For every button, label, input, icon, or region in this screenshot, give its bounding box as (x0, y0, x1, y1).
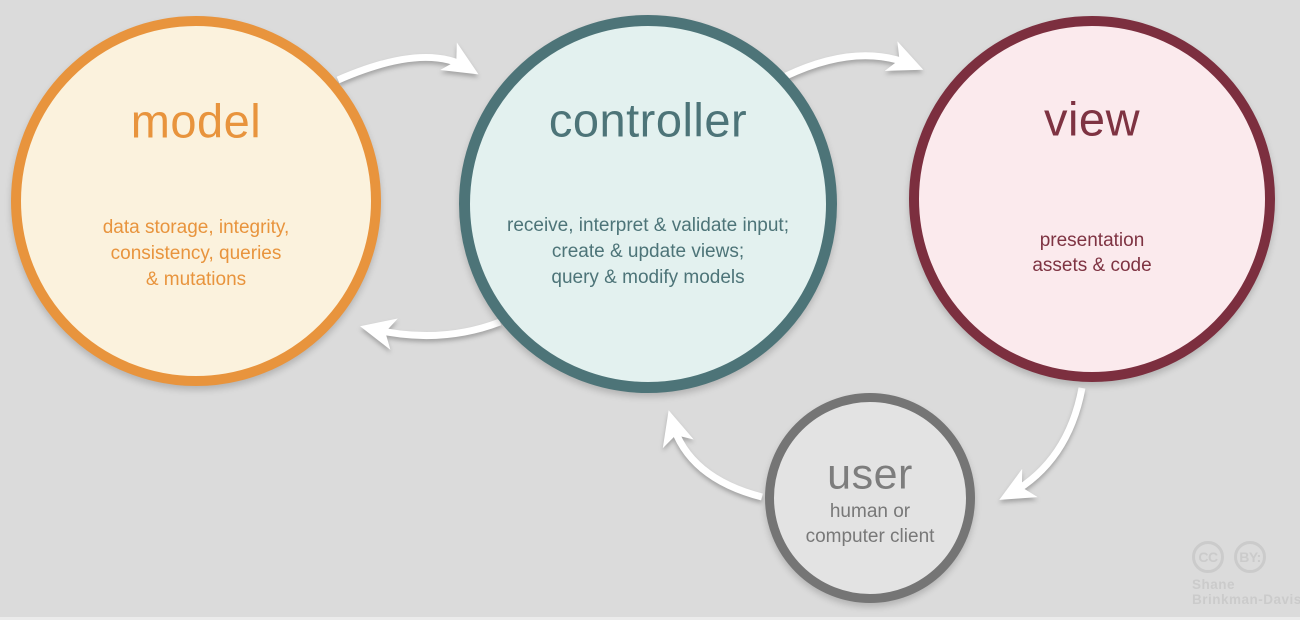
bottom-edge-strip (0, 617, 1300, 620)
user-description: human or computer client (774, 499, 966, 549)
user-title: user (827, 450, 913, 499)
by-license-icon: BY: (1234, 541, 1266, 573)
controller-desc-line: receive, interpret & validate input; (507, 215, 789, 237)
model-desc-line: data storage, integrity, (102, 216, 290, 238)
controller-title: controller (548, 93, 748, 147)
arrow-view-to-user (999, 387, 1086, 500)
controller-node: controller receive, interpret & validate… (459, 15, 837, 393)
arrow-controller-to-view (784, 41, 924, 80)
model-node: model data storage, integrity, consisten… (11, 16, 381, 386)
model-description: data storage, integrity, consistency, qu… (21, 215, 371, 293)
arrow-user-to-controller (662, 410, 763, 501)
view-node: view presentation assets & code (909, 16, 1275, 382)
model-title: model (130, 94, 262, 147)
arrow-controller-to-model (360, 318, 502, 350)
view-desc-line: assets & code (1032, 254, 1152, 276)
user-desc-line: human or (829, 500, 911, 522)
arrow-model-to-controller (336, 42, 479, 84)
model-desc-line: & mutations (145, 268, 247, 290)
view-desc-line: presentation (1039, 229, 1145, 251)
model-desc-line: consistency, queries (110, 242, 282, 264)
view-description: presentation assets & code (919, 228, 1265, 278)
user-desc-line: computer client (805, 525, 935, 547)
cc-license-icon: CC (1192, 541, 1224, 573)
user-node: user human or computer client (765, 393, 975, 603)
controller-desc-line: query & modify models (551, 267, 745, 289)
controller-description: receive, interpret & validate input; cre… (470, 213, 826, 291)
controller-desc-line: create & update views; (551, 241, 745, 263)
view-title: view (1043, 92, 1141, 146)
credit-author-first-name: Shane (1192, 577, 1236, 592)
credit-author-last-name: Brinkman-Davis (1192, 592, 1300, 607)
license-attribution: CC BY: Shane Brinkman-Davis (1192, 541, 1300, 607)
